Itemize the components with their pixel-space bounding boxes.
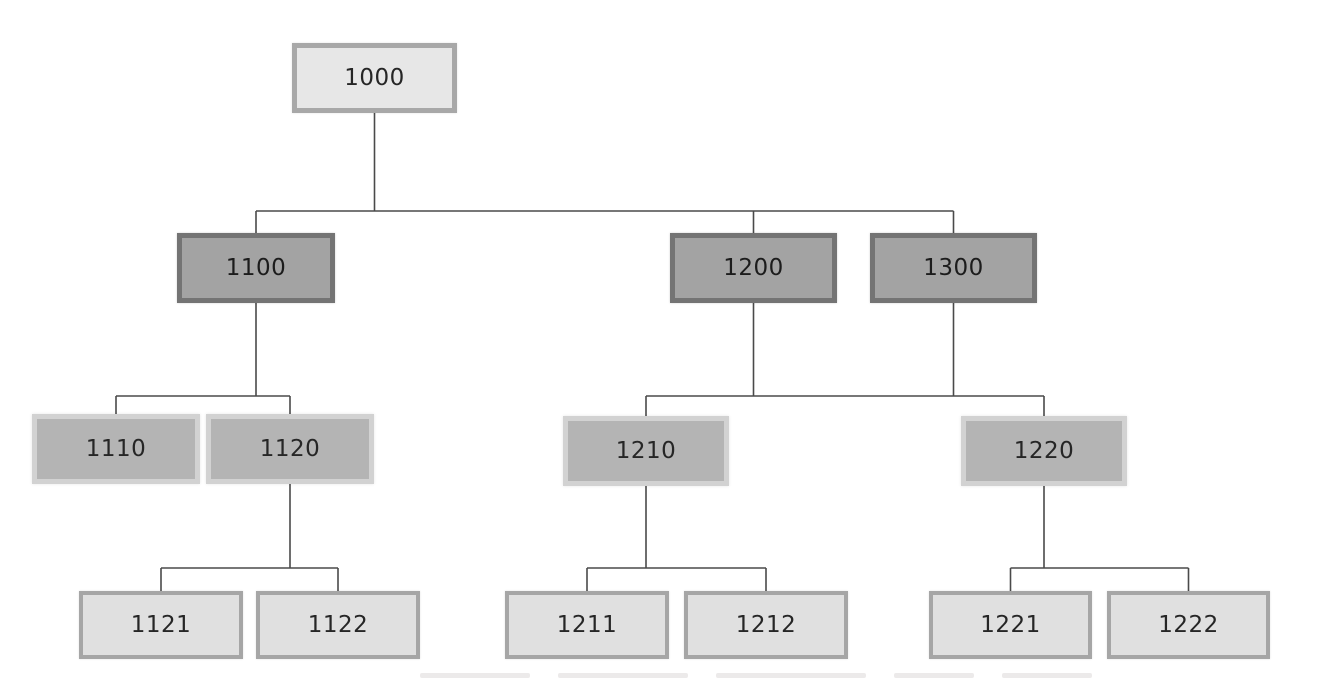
tree-node-1210: 1210	[563, 416, 729, 486]
tree-node-1220: 1220	[961, 416, 1127, 486]
tree-node-1211: 1211	[505, 591, 669, 659]
tree-node-1300: 1300	[870, 233, 1037, 303]
tree-node-1200: 1200	[670, 233, 837, 303]
tree-node-1121: 1121	[79, 591, 243, 659]
tree-node-1120: 1120	[206, 414, 374, 484]
tree-node-1222: 1222	[1107, 591, 1270, 659]
tree-node-1122: 1122	[256, 591, 420, 659]
tree-node-1000: 1000	[292, 43, 457, 113]
cropped-caption-remnant	[420, 673, 1100, 680]
tree-node-1221: 1221	[929, 591, 1092, 659]
tree-node-1110: 1110	[32, 414, 200, 484]
tree-node-1212: 1212	[684, 591, 848, 659]
tree-node-1100: 1100	[177, 233, 335, 303]
